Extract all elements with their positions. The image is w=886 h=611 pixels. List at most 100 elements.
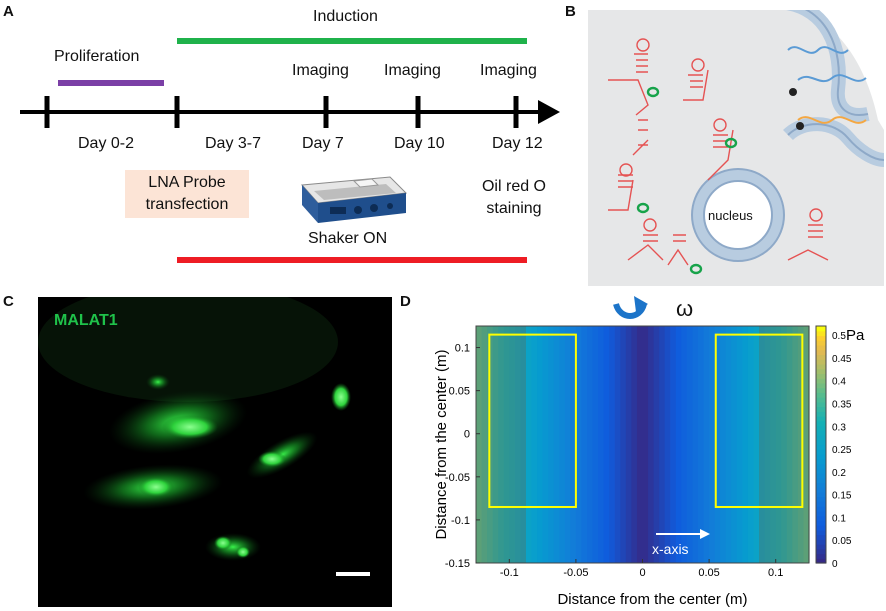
- panel-a-letter: A: [3, 3, 14, 20]
- lna-line-1: LNA Probe: [148, 174, 226, 191]
- colorbar-tick-label: 0.25: [832, 445, 852, 456]
- colorbar-tick-label: 0.45: [832, 354, 852, 365]
- proliferation-bar: [58, 80, 164, 86]
- shaker-bar: [177, 257, 527, 263]
- colorbar-segment: [816, 553, 826, 559]
- heatmap-column: [709, 326, 716, 563]
- heatmap-column: [753, 326, 760, 563]
- colorbar-tick-label: 0.15: [832, 491, 852, 502]
- day-label-0-2: Day 0-2: [78, 135, 135, 152]
- colorbar-segment: [816, 510, 826, 517]
- y-tick-label: -0.15: [445, 558, 470, 570]
- y-axis-label: Distance from the center (m): [433, 349, 450, 539]
- colorbar-segment: [816, 491, 826, 498]
- heatmap-column: [625, 326, 632, 563]
- colorbar-segment: [816, 373, 826, 379]
- colorbar-segment: [816, 349, 826, 356]
- colorbar-segment: [816, 463, 826, 469]
- heatmap-column: [792, 326, 799, 563]
- colorbar-segment: [816, 453, 826, 460]
- colorbar-segment: [816, 359, 826, 365]
- heatmap-column: [686, 326, 694, 563]
- heatmap-column: [703, 326, 710, 563]
- day-label-3-7: Day 3-7: [205, 135, 262, 152]
- x-axis-arrow-label: x-axis: [652, 541, 689, 557]
- colorbar-segment: [816, 387, 826, 393]
- colorbar-segment: [816, 430, 826, 436]
- fluorescence-micrograph: [38, 297, 392, 607]
- x-axis-label: Distance from the center (m): [557, 591, 747, 608]
- colorbar-segment: [816, 501, 826, 507]
- x-tick-label: 0.1: [768, 567, 783, 579]
- heatmap-column: [797, 326, 805, 563]
- colorbar-tick-label: 0: [832, 559, 838, 570]
- heatmap-column: [670, 326, 677, 563]
- highlight-region: [488, 333, 577, 508]
- colorbar-segment: [816, 515, 826, 521]
- colorbar-segment: [816, 344, 826, 351]
- x-axis-arrow-head: [700, 529, 710, 539]
- colorbar-segment: [816, 340, 826, 346]
- heatmap-column: [642, 326, 649, 563]
- heatmap-column: [570, 326, 577, 563]
- heatmap-column: [631, 326, 638, 563]
- heatmap-column: [553, 326, 560, 563]
- heatmap-column: [476, 326, 483, 563]
- day-label-12: Day 12: [492, 135, 543, 152]
- heatmap-column: [581, 326, 588, 563]
- heatmap-column: [559, 326, 566, 563]
- heatmap-column: [675, 326, 682, 563]
- panel-d-letter: D: [400, 293, 411, 310]
- colorbar-segment: [816, 506, 826, 512]
- heatmap-column: [681, 326, 688, 563]
- heatmap-column: [481, 326, 488, 563]
- colorbar-segment: [816, 529, 826, 536]
- heatmap-column: [653, 326, 660, 563]
- heatmap-column: [492, 326, 499, 563]
- heatmap-cells: [476, 326, 810, 563]
- heatmap-edge-shade: [759, 326, 809, 563]
- heatmap-column: [648, 326, 655, 563]
- heatmap-column: [764, 326, 771, 563]
- heatmap-column: [747, 326, 755, 563]
- y-tick-label: -0.05: [445, 472, 470, 484]
- heatmap-column: [548, 326, 555, 563]
- heatmap-column: [736, 326, 743, 563]
- colorbar-segment: [816, 477, 826, 484]
- colorbar-segment: [816, 416, 826, 422]
- heatmap-column: [498, 326, 505, 563]
- colorbar-segment: [816, 472, 826, 479]
- heatmap-column: [720, 326, 727, 563]
- heatmap-column: [520, 326, 527, 563]
- colorbar-segment: [816, 539, 826, 545]
- x-tick-label: 0: [639, 567, 645, 579]
- panel-b-letter: B: [565, 3, 576, 20]
- heatmap-column: [503, 326, 510, 563]
- colorbar-segment: [816, 425, 826, 431]
- heatmap-column: [603, 326, 610, 563]
- panel-c-letter: C: [3, 293, 14, 310]
- colorbar-segment: [816, 487, 826, 493]
- colorbar-tick-label: 0.35: [832, 399, 852, 410]
- x-tick-label: -0.05: [563, 567, 588, 579]
- heatmap-column: [692, 326, 699, 563]
- x-tick-label: 0.05: [698, 567, 719, 579]
- colorbar-segment: [816, 525, 826, 531]
- heatmap-column: [664, 326, 671, 563]
- heatmap-column: [509, 326, 516, 563]
- colorbar-segment: [816, 382, 826, 389]
- heatmap-column: [698, 326, 705, 563]
- highlight-region: [714, 333, 804, 508]
- heatmap-column: [598, 326, 605, 563]
- colorbar-segment: [816, 534, 826, 540]
- proliferation-label: Proliferation: [54, 48, 140, 65]
- colorbar-frame: [815, 325, 827, 564]
- colorbar-segment: [816, 435, 826, 441]
- colorbar-tick-label: 0.4: [832, 377, 846, 388]
- omega-label: ω: [676, 296, 694, 321]
- timeline-axis: [20, 96, 560, 128]
- colorbar-segment: [816, 330, 826, 337]
- lna-line-2: transfection: [145, 196, 229, 213]
- y-tick-label: 0.1: [455, 343, 470, 355]
